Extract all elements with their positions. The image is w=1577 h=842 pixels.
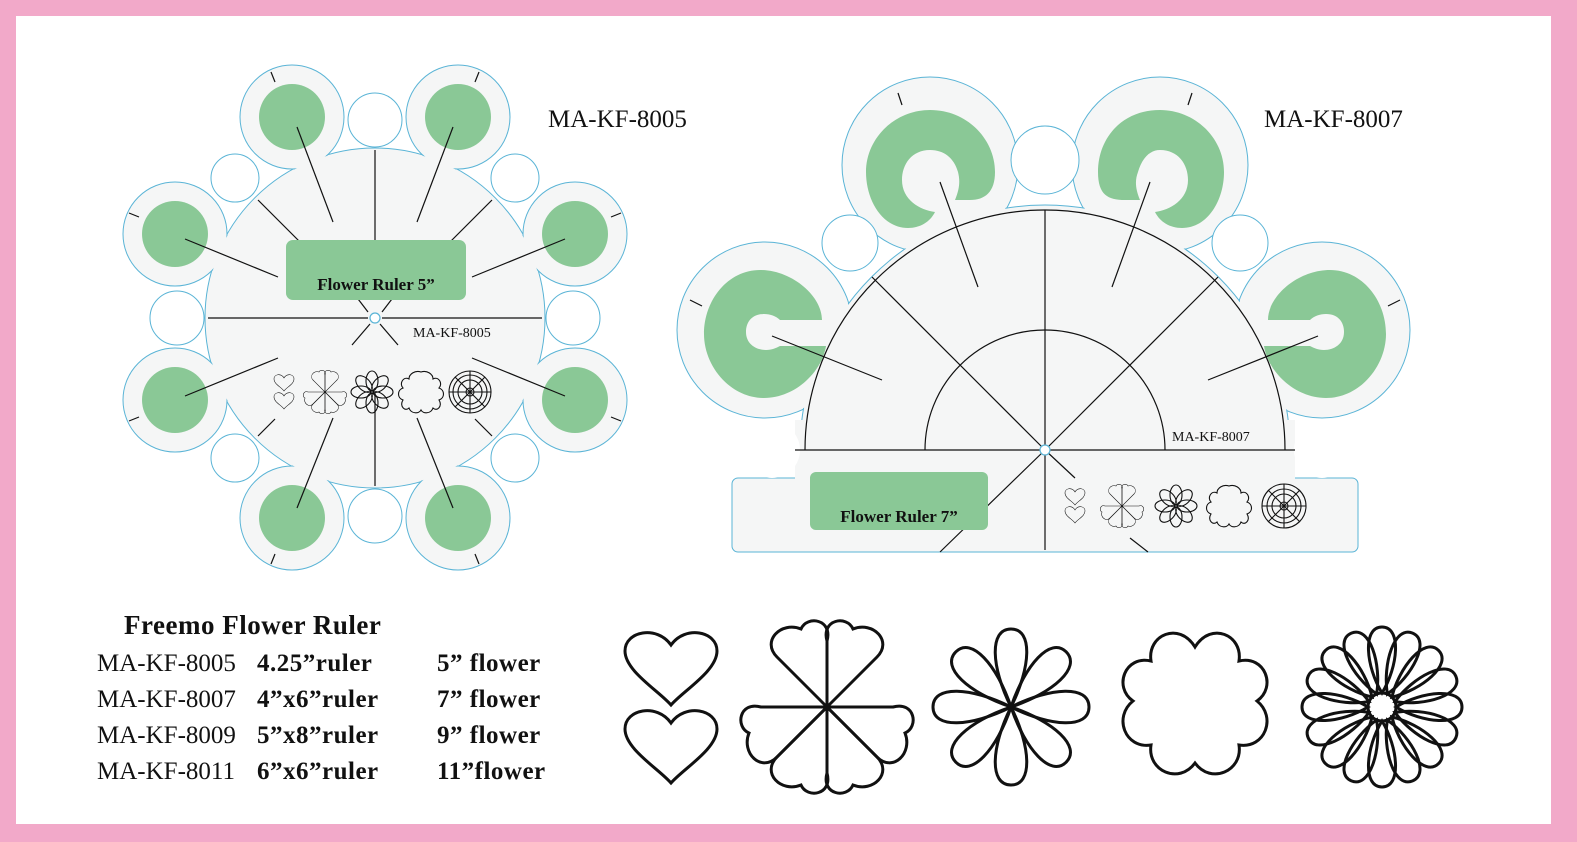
- spec-flower-size: 5” flower: [437, 650, 541, 677]
- ruler-5-design-icons: [273, 370, 492, 414]
- spec-code: MA-KF-8009: [97, 722, 236, 749]
- spec-flower-size: 9” flower: [437, 722, 541, 749]
- ruler-5-label-box: [286, 240, 466, 300]
- heart-pair-icon: [273, 374, 295, 410]
- spec-flower-size: 11”flower: [437, 758, 546, 785]
- spec-code: MA-KF-8011: [97, 758, 235, 785]
- scalloped-flower-icon: [397, 370, 445, 414]
- ruler-7-code-label: MA-KF-8007: [1172, 430, 1250, 445]
- ruler-5-model-label: MA-KF-8005: [548, 106, 687, 133]
- ruler-7-name-label: Flower Ruler 7”: [840, 507, 957, 526]
- spec-code: MA-KF-8005: [97, 650, 236, 677]
- spec-ruler-size: 6”x6”ruler: [257, 758, 379, 785]
- ruler-5-code-label: MA-KF-8005: [413, 326, 491, 341]
- spec-ruler-size: 4”x6”ruler: [257, 686, 379, 713]
- spec-ruler-size: 5”x8”ruler: [257, 722, 379, 749]
- scalloped-flower-icon: [1121, 631, 1269, 776]
- spec-table: MA-KF-8005 4.25”ruler 5” flower MA-KF-80…: [97, 646, 546, 790]
- spec-row: MA-KF-8009 5”x8”ruler 9” flower: [97, 718, 546, 754]
- product-title: Freemo Flower Ruler: [124, 610, 382, 640]
- heart-pair-icon: [623, 631, 719, 786]
- spec-row: MA-KF-8005 4.25”ruler 5” flower: [97, 646, 546, 682]
- ruler-7-protractor-lines: [689, 92, 1401, 553]
- sixteen-petal-flower-icon: [448, 370, 492, 414]
- eight-petal-flower-icon: [931, 627, 1091, 787]
- flower-design-samples: [623, 619, 1464, 795]
- spec-ruler-size: 4.25”ruler: [257, 650, 373, 677]
- ruler-7-label-box: [810, 472, 988, 530]
- spec-flower-size: 7” flower: [437, 686, 541, 713]
- four-heart-flower-icon: [303, 370, 347, 414]
- ruler-5-guide-dots: [142, 84, 608, 551]
- ruler-5-radial-lines: [128, 71, 622, 565]
- product-sheet: Flower Ruler 5” MA-KF-8005: [16, 16, 1551, 824]
- four-heart-flower-icon: [1100, 484, 1144, 528]
- spec-row: MA-KF-8007 4”x6”ruler 7” flower: [97, 682, 546, 718]
- sixteen-petal-flower-icon: [1300, 625, 1464, 789]
- flower-ruler-7: Flower Ruler 7” MA-KF-8007: [676, 76, 1411, 553]
- ruler-7-design-icons: [1064, 483, 1307, 529]
- sixteen-petal-flower-icon: [1261, 483, 1307, 529]
- ruler-7-guide-arcs: [704, 110, 1386, 398]
- eight-petal-flower-icon: [1154, 484, 1198, 528]
- heart-pair-icon: [1064, 488, 1086, 524]
- four-heart-flower-icon: [739, 619, 915, 795]
- ruler-5-name-label: Flower Ruler 5”: [317, 275, 434, 294]
- spec-code: MA-KF-8007: [97, 686, 236, 713]
- eight-petal-flower-icon: [350, 370, 394, 414]
- flower-ruler-5: Flower Ruler 5” MA-KF-8005: [122, 64, 628, 571]
- scalloped-flower-icon: [1205, 484, 1253, 528]
- spec-row: MA-KF-8011 6”x6”ruler 11”flower: [97, 754, 546, 790]
- ruler-7-model-label: MA-KF-8007: [1264, 106, 1403, 133]
